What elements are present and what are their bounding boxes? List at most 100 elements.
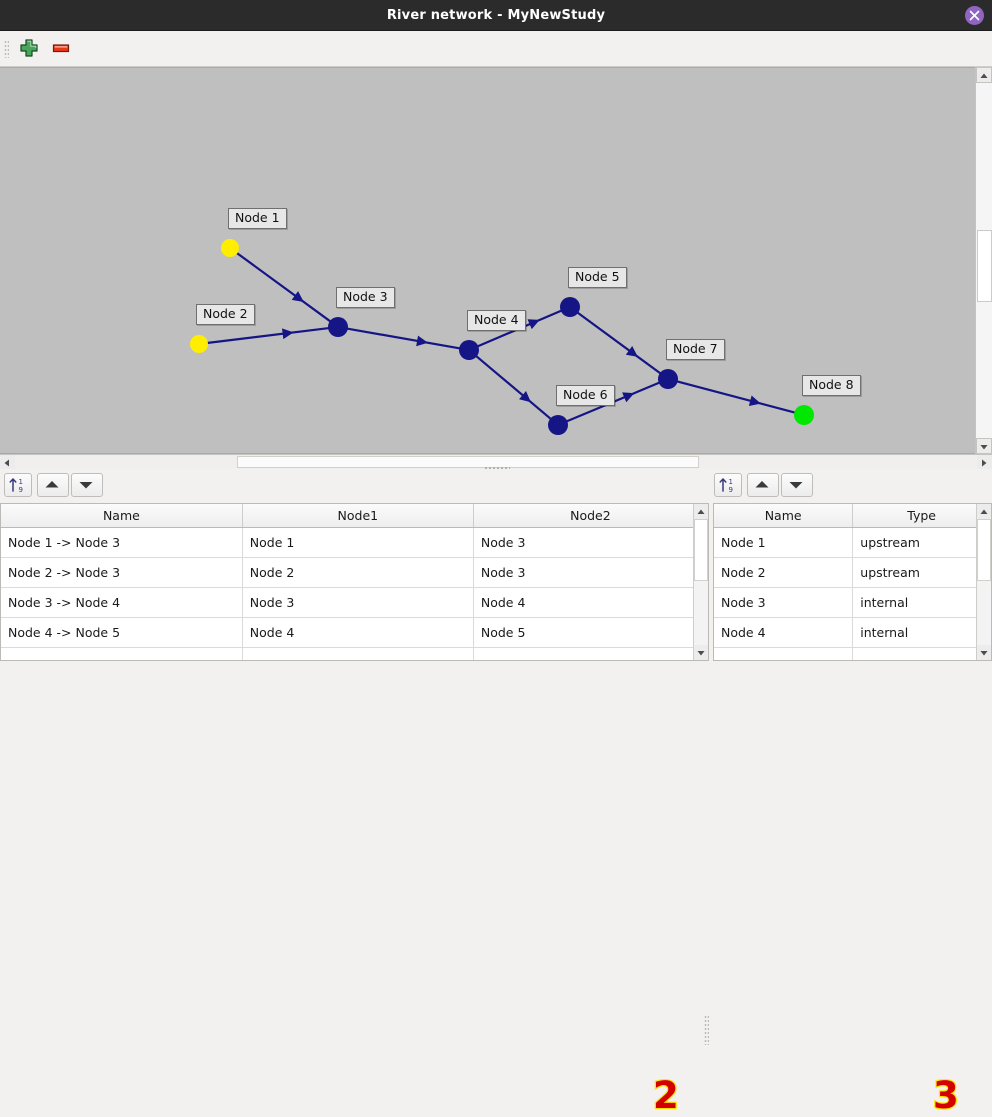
graph-node[interactable]: [221, 239, 239, 257]
links-scroll-thumb[interactable]: [694, 519, 708, 581]
table-cell-empty: [1, 647, 243, 660]
table-cell[interactable]: Node 4: [242, 617, 474, 648]
canvas-vertical-scrollbar[interactable]: [975, 67, 992, 454]
canvas-horizontal-scrollbar[interactable]: [0, 454, 992, 469]
table-cell[interactable]: internal: [852, 587, 991, 618]
table-cell[interactable]: Node 3: [473, 527, 708, 558]
table-cell[interactable]: upstream: [852, 557, 991, 588]
table-cell[interactable]: upstream: [852, 527, 991, 558]
links-sort-button[interactable]: 1 9: [4, 473, 32, 497]
graph-node-label[interactable]: Node 2: [196, 304, 255, 325]
graph-edge[interactable]: [235, 251, 332, 323]
nodes-table-scrollbar[interactable]: [976, 504, 991, 660]
nodes-scroll-down-button[interactable]: [977, 645, 991, 660]
column-header[interactable]: Name: [1, 504, 243, 528]
canvas-scroll-right-button[interactable]: [977, 455, 992, 469]
triangle-down-icon: [980, 445, 988, 450]
table-cell[interactable]: Node 3 -> Node 4: [1, 587, 243, 618]
graph-edge[interactable]: [206, 327, 330, 345]
graph-node[interactable]: [459, 340, 479, 360]
graph-node-label[interactable]: Node 5: [568, 267, 627, 288]
toolbar-grip[interactable]: [4, 40, 9, 58]
graph-node[interactable]: [190, 335, 208, 353]
delete-node-button[interactable]: [50, 37, 76, 61]
table-cell[interactable]: Node 3: [714, 587, 854, 618]
graph-node[interactable]: [794, 405, 814, 425]
table-cell[interactable]: Node 2 -> Node 3: [1, 557, 243, 588]
graph-node-label[interactable]: Node 3: [336, 287, 395, 308]
graph-node[interactable]: [548, 415, 568, 435]
column-header[interactable]: Node1: [242, 504, 474, 528]
vertical-splitter[interactable]: [704, 1015, 709, 1045]
graph-edge[interactable]: [346, 327, 461, 350]
canvas-scroll-down-button[interactable]: [976, 438, 992, 454]
close-glyph: [969, 10, 980, 21]
nodes-sort-button[interactable]: 1 9: [714, 473, 742, 497]
table-cell[interactable]: Node 1: [242, 527, 474, 558]
canvas-scroll-left-button[interactable]: [0, 455, 15, 469]
horizontal-splitter[interactable]: [484, 466, 510, 472]
table-cell[interactable]: Node 2: [714, 557, 854, 588]
table-cell-empty: [473, 647, 708, 660]
table-cell[interactable]: Node 5: [473, 617, 708, 648]
graph-node-label[interactable]: Node 6: [556, 385, 615, 406]
annotation-3-text: 3: [932, 1074, 960, 1117]
table-cell[interactable]: Node 3: [242, 587, 474, 618]
links-move-up-button[interactable]: [37, 473, 69, 497]
table-cell[interactable]: Node 4: [714, 617, 854, 648]
river-network-graph[interactable]: [0, 68, 975, 453]
column-header[interactable]: Node2: [473, 504, 708, 528]
canvas-hscroll-thumb[interactable]: [237, 456, 699, 468]
nodes-scroll-up-button[interactable]: [977, 504, 991, 519]
graph-node-label[interactable]: Node 8: [802, 375, 861, 396]
links-scroll-down-button[interactable]: [694, 645, 708, 660]
graph-node[interactable]: [328, 317, 348, 337]
table-cell[interactable]: Node 2: [242, 557, 474, 588]
links-table-scrollbar[interactable]: [693, 504, 708, 660]
graph-edge-arrowhead: [291, 291, 304, 302]
table-cell[interactable]: Node 4 -> Node 5: [1, 617, 243, 648]
column-header[interactable]: Type: [852, 504, 991, 528]
nodes-move-up-button[interactable]: [747, 473, 779, 497]
graph-node-label[interactable]: Node 7: [666, 339, 725, 360]
links-move-down-button[interactable]: [71, 473, 103, 497]
nodes-move-down-button[interactable]: [781, 473, 813, 497]
table-cell[interactable]: Node 1 -> Node 3: [1, 527, 243, 558]
table-cell[interactable]: Node 3: [473, 557, 708, 588]
graph-edge[interactable]: [475, 354, 552, 421]
graph-edge[interactable]: [576, 311, 662, 375]
add-node-button[interactable]: [18, 37, 44, 61]
canvas-vscroll-thumb[interactable]: [977, 230, 992, 302]
canvas-scroll-up-button[interactable]: [976, 67, 992, 83]
graph-node[interactable]: [560, 297, 580, 317]
graph-node-label[interactable]: Node 4: [467, 310, 526, 331]
table-cell[interactable]: Node 1: [714, 527, 854, 558]
links-scroll-up-button[interactable]: [694, 504, 708, 519]
close-icon[interactable]: [965, 6, 984, 25]
network-diagram-canvas[interactable]: Node 1 Node 2 Node 3 Node 4 Node 5 Node 6 Node…: [0, 67, 992, 454]
graph-node-label[interactable]: Node 1: [228, 208, 287, 229]
graph-node[interactable]: [658, 369, 678, 389]
graph-edge[interactable]: [676, 380, 796, 414]
column-header[interactable]: Name: [714, 504, 854, 528]
nodes-scroll-thumb[interactable]: [977, 519, 991, 581]
table-cell[interactable]: Node 4: [473, 587, 708, 618]
table-cell[interactable]: internal: [852, 617, 991, 648]
svg-text:9: 9: [729, 486, 733, 494]
